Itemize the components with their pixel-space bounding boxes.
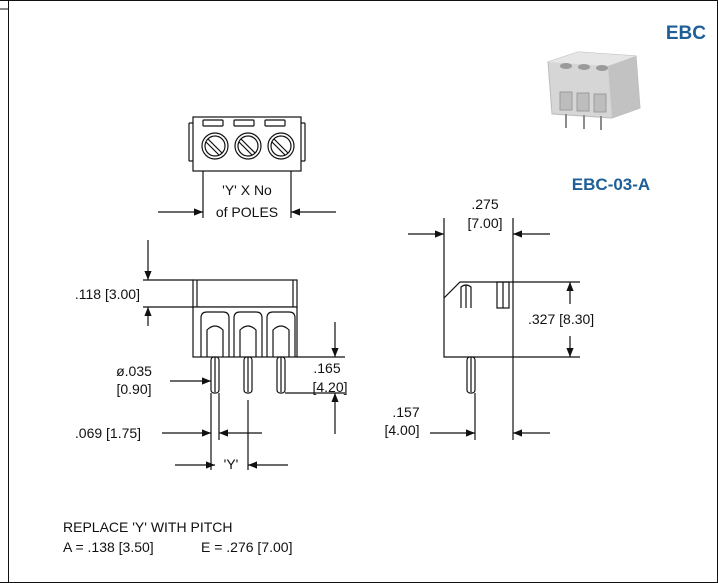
note-option-e: E = .276 [7.00] xyxy=(201,539,292,555)
poles-label-line2: of POLES xyxy=(216,204,278,220)
note-option-a: A = .138 [3.50] xyxy=(63,539,154,555)
dim-pin-diameter-in: ø.035 xyxy=(116,363,152,379)
dim-pitch-label: 'Y' xyxy=(224,456,239,472)
dim-pin-length-mm: [4.20] xyxy=(312,379,347,395)
dim-pin-length-in: .165 xyxy=(313,360,340,376)
dim-side-pin-in: .157 xyxy=(392,404,419,420)
dim-side-pin-mm: [4.00] xyxy=(384,422,419,438)
dim-side-height: .327 [8.30] xyxy=(528,311,594,327)
dim-pin-offset: .069 [1.75] xyxy=(75,425,141,441)
dim-side-width-in: .275 xyxy=(471,196,498,212)
series-label: EBC xyxy=(666,23,706,44)
dim-height-top: .118 [3.00] xyxy=(75,286,140,302)
part-number-label: EBC-03-A xyxy=(572,175,650,194)
dim-pin-diameter-mm: [0.90] xyxy=(116,381,151,397)
poles-label-line1: 'Y' X No xyxy=(222,182,272,198)
note-title: REPLACE 'Y' WITH PITCH xyxy=(63,519,232,535)
front-dimension-lines xyxy=(143,240,345,470)
side-dimension-lines xyxy=(408,230,580,440)
top-view xyxy=(188,116,306,218)
dim-side-width-mm: [7.00] xyxy=(467,215,502,231)
side-view xyxy=(443,218,514,394)
front-view xyxy=(192,279,298,394)
product-photo xyxy=(547,51,641,130)
